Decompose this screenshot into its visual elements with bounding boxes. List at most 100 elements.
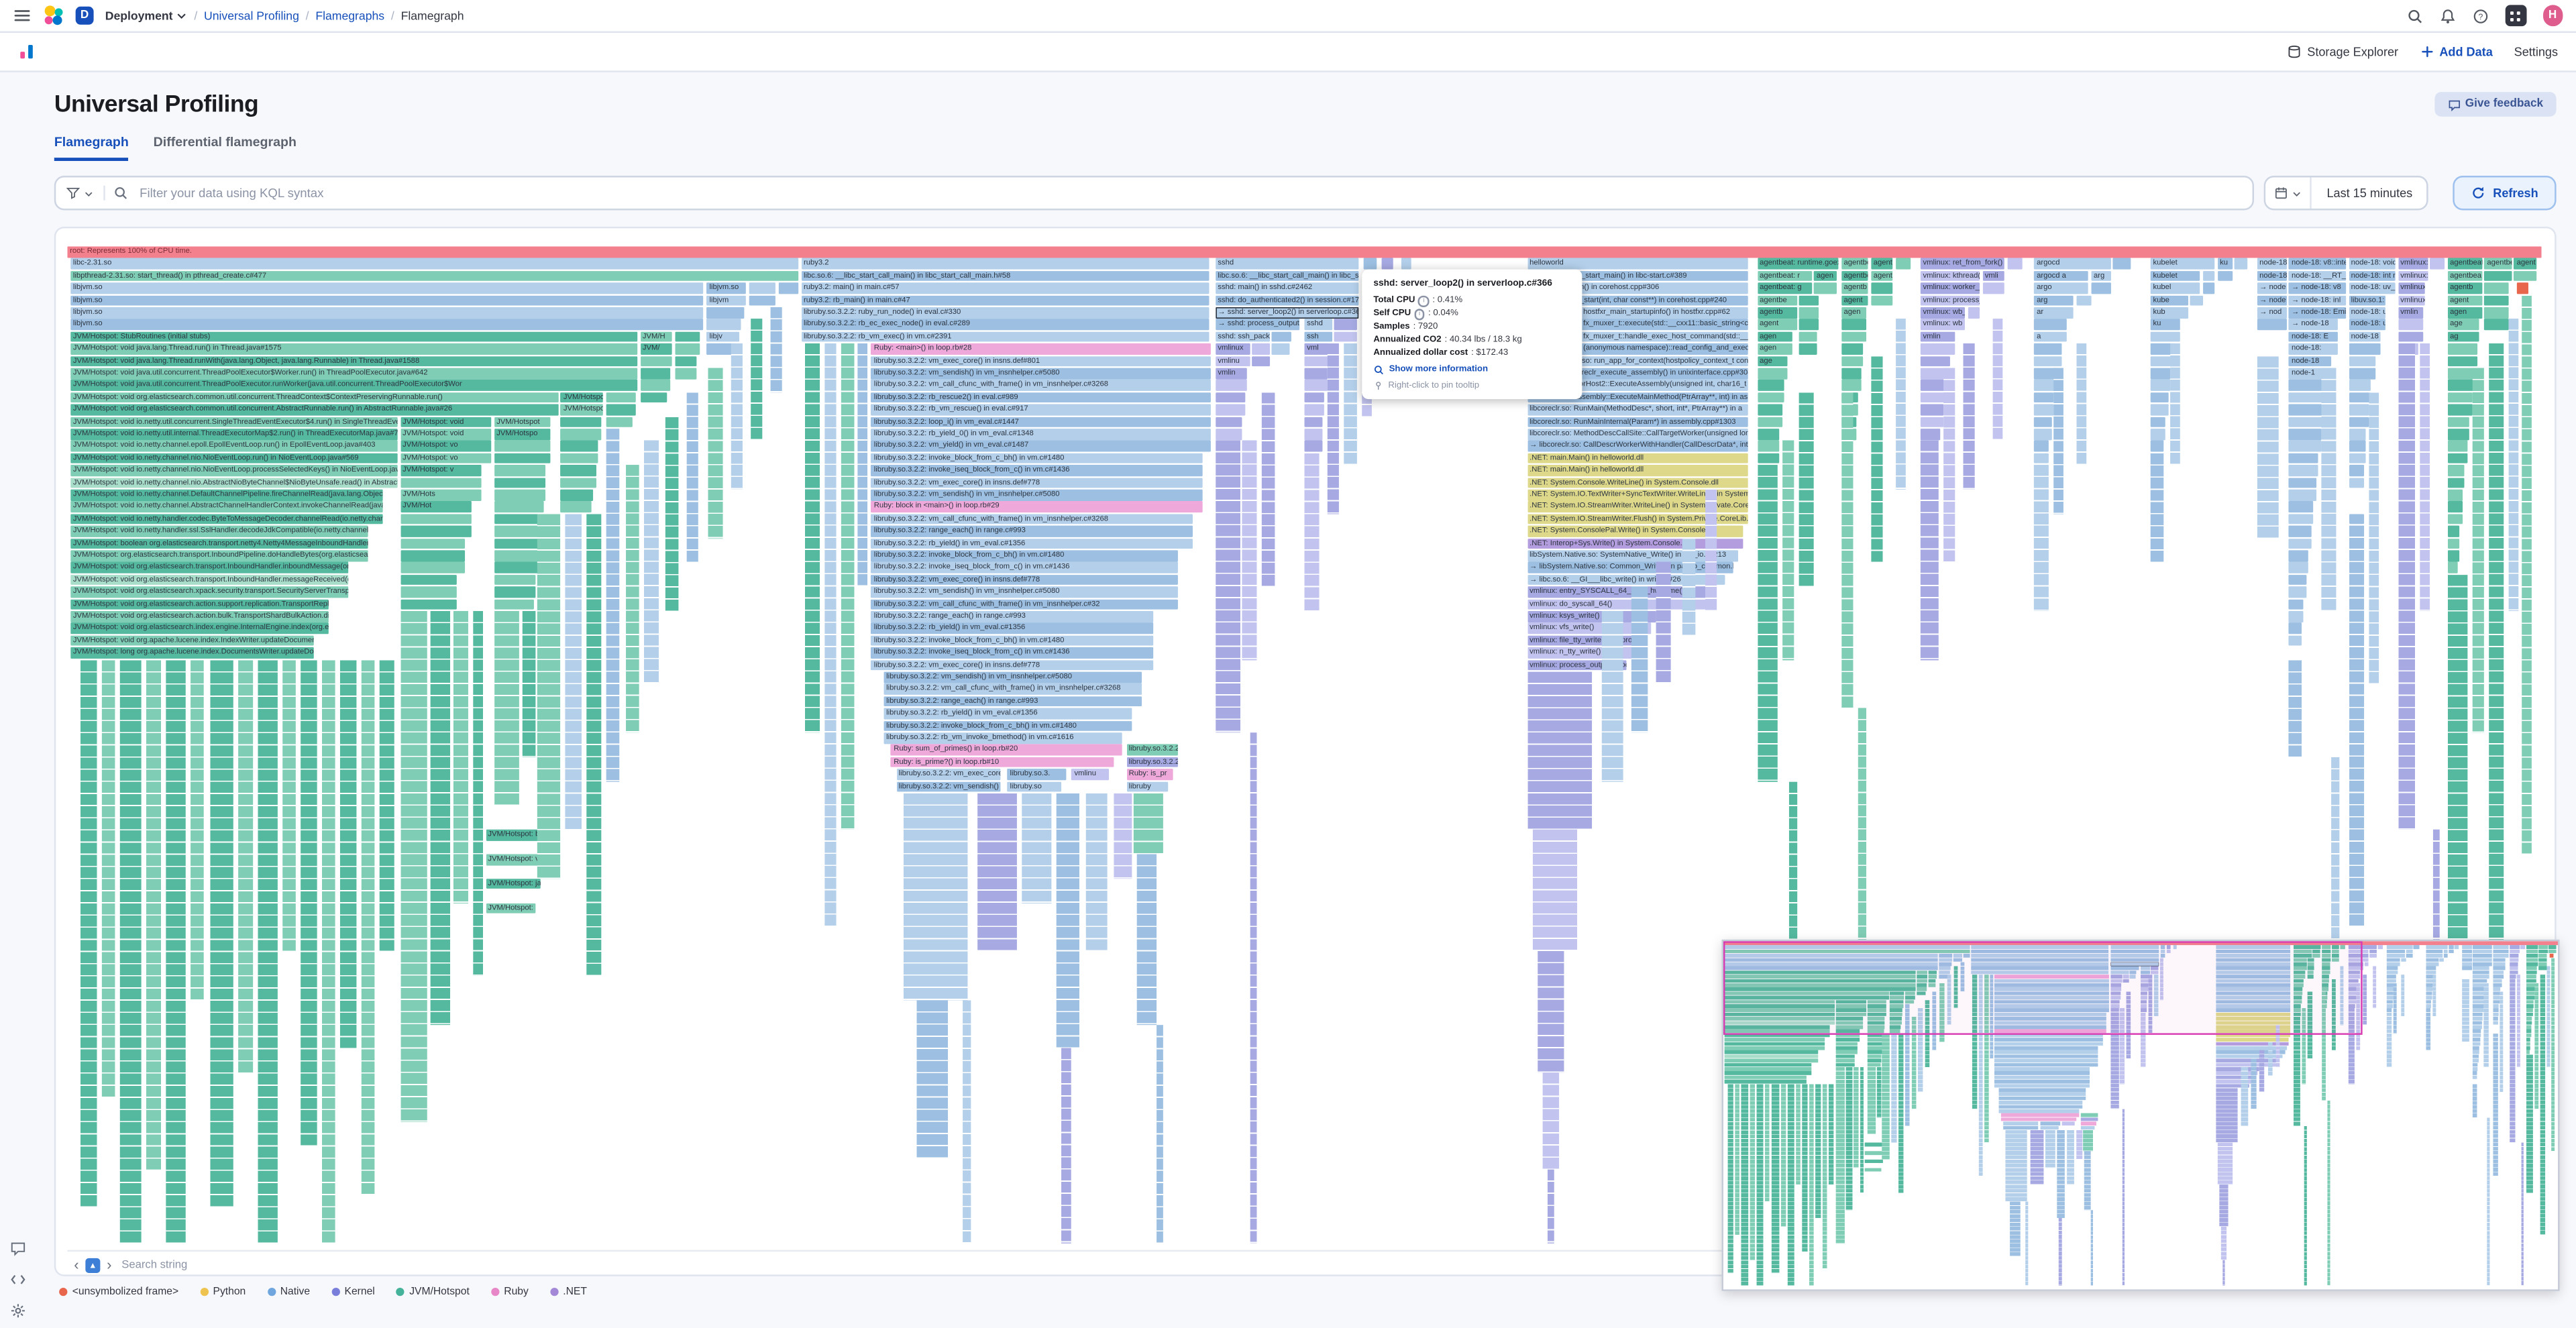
flame-cell[interactable] [1799,343,1817,355]
flame-cell[interactable] [1757,453,1780,464]
flame-cell[interactable]: libjv [706,331,739,343]
flame-column[interactable] [473,611,483,976]
flame-cell[interactable]: vmlinux [2398,294,2426,307]
flame-cell[interactable] [2034,453,2049,464]
flame-cell[interactable] [2150,429,2165,440]
flame-column[interactable] [258,659,278,1243]
flame-cell[interactable]: JVM/Hotspot: void io.netty.channel.nio.N… [70,453,398,464]
flame-cell[interactable] [1841,368,1862,379]
flame-cell[interactable]: libruby.so.3.2.2: rb_yield() in vm_eval.… [883,708,1132,720]
flame-column[interactable] [1841,392,1854,708]
flame-column[interactable] [1631,586,1649,733]
flame-cell[interactable] [2289,550,2309,561]
flame-cell[interactable]: node-18 [2348,331,2381,343]
flame-cell[interactable] [1920,343,1955,355]
flame-cell[interactable]: agentbeat: r [1757,270,1812,282]
flame-cell[interactable] [1799,294,1819,307]
flame-cell[interactable]: argocd a [2034,270,2089,282]
flame-cell[interactable]: agentbea [2447,270,2483,282]
flame-cell[interactable] [1757,417,1782,428]
flame-cell[interactable] [2289,380,2326,392]
flame-cell[interactable]: agen [1757,331,1792,343]
flame-cell[interactable]: libruby.so.3.2.2: rb_vm_invoke_bmethod()… [883,732,1122,744]
apps-menu-icon[interactable] [2504,5,2526,27]
flame-cell[interactable]: libruby.so.3.2.2: vm_exec_core() in insn… [871,659,1154,671]
flame-cell[interactable]: agent [1841,294,1869,307]
flame-cell[interactable] [494,465,547,476]
flame-cell[interactable]: vmlinux: process_one_work() [1920,294,1980,307]
flame-cell[interactable] [1967,307,1980,319]
breadcrumb-universal-profiling[interactable]: Universal Profiling [204,8,299,23]
flame-cell[interactable] [494,550,539,561]
flame-cell[interactable]: libc.so.6: __libc_start_call_main() in l… [801,270,1210,282]
flame-cell[interactable] [400,574,458,586]
flame-cell[interactable] [494,586,537,598]
flame-column[interactable] [1326,343,1340,514]
flame-cell[interactable] [1304,404,1324,416]
flame-cell[interactable] [2289,392,2326,404]
flame-column[interactable] [1920,441,1938,660]
flame-cell[interactable]: JVM/Hotspot: org.elasticsearch.transport… [70,550,368,561]
flame-cell[interactable]: agentbeat: ru [2447,258,2483,270]
flame-column[interactable] [2053,368,2064,514]
flame-cell[interactable] [2447,465,2465,476]
flame-column[interactable] [1114,793,1132,879]
flame-column[interactable] [1242,441,1258,660]
flame-cell[interactable]: libruby.so.3.2.2: vm_ex [1126,744,1179,756]
storage-explorer-link[interactable]: Storage Explorer [2288,44,2398,59]
flame-cell[interactable]: JVM/Hotspot: void io.netty.util.concurre… [70,417,398,428]
flame-cell[interactable] [2289,453,2319,464]
flame-column[interactable] [916,999,949,1158]
flamegraph-minimap[interactable]: root: Represents 100% of CPU time.libc-2… [1721,939,2560,1291]
flame-cell[interactable]: node-18: v8::internal [2289,258,2347,270]
flame-cell[interactable] [2150,441,2163,452]
flame-cell[interactable]: ku [2150,319,2181,331]
flame-cell[interactable]: a [2034,331,2067,343]
flame-cell[interactable]: ag [2447,331,2480,343]
flame-cell[interactable]: libruby.so.3.2.2: range_each() in range.… [871,526,1193,537]
flame-cell[interactable]: agentbeat: runtime.goexit() in asm_amd64… [1757,258,1839,270]
code-icon[interactable] [10,1272,26,1288]
flame-cell[interactable]: libruby [1126,781,1169,793]
flame-cell[interactable]: vmlin [1215,368,1248,379]
flame-cell[interactable] [2484,319,2510,331]
flame-cell[interactable]: → node-18: Emi [2289,307,2347,319]
flame-cell[interactable] [561,465,596,476]
flame-cell[interactable]: ar [2034,307,2074,319]
deployment-badge[interactable]: D [75,6,94,25]
flame-cell[interactable]: vmlinux [1215,343,1250,355]
user-avatar[interactable]: H [2542,5,2563,26]
flame-column[interactable] [453,611,468,903]
flame-cell[interactable]: libruby.so.3.2.2: vm_exec_core() in insn… [871,477,1203,489]
flame-cell[interactable]: libjvm.so [706,282,747,294]
flame-cell[interactable]: vmlinux: worker_thread() [1920,282,1980,294]
flame-cell[interactable] [2447,368,2475,379]
flame-cell[interactable]: JVM/Hotspot: void io.netty.handler.codec… [70,514,382,525]
flame-cell[interactable] [2289,417,2324,428]
flame-cell[interactable]: agentbea [2484,258,2512,270]
flame-cell[interactable]: JVM/Hotspot: void io.netty.util.internal… [70,429,398,440]
flame-cell[interactable]: agent [2447,294,2483,307]
flame-cell[interactable] [1757,380,1784,392]
flame-column[interactable] [1537,951,1564,1073]
flame-cell[interactable]: → libc.so.6: __GI___libc_write() in writ… [1527,574,1725,586]
flame-column[interactable] [2522,294,2532,854]
flame-cell[interactable] [2289,538,2312,549]
flame-cell[interactable]: JVM/Hotspot: StubRoutines (initial stubs… [70,331,637,343]
flame-cell[interactable]: root: Represents 100% of CPU time. [67,246,2542,258]
flame-cell[interactable]: JVM/Hotspot: void io.netty.channel.nio.A… [70,477,398,489]
flame-cell[interactable]: sshd: ssh_packet_w [1215,331,1270,343]
flame-cell[interactable] [2150,404,2168,416]
flame-cell[interactable] [1334,319,1356,331]
flame-cell[interactable] [2202,282,2215,294]
flame-column[interactable] [686,392,698,563]
flame-cell[interactable] [2348,477,2364,489]
flame-cell[interactable] [778,282,799,294]
flame-cell[interactable]: libc-2.31.so [70,258,798,270]
flame-cell[interactable] [1215,392,1245,404]
flame-cell[interactable] [1841,319,1866,331]
flame-cell[interactable] [494,562,539,573]
flame-cell[interactable] [561,501,591,513]
flame-cell[interactable] [640,392,667,404]
flame-cell[interactable] [1304,380,1327,392]
